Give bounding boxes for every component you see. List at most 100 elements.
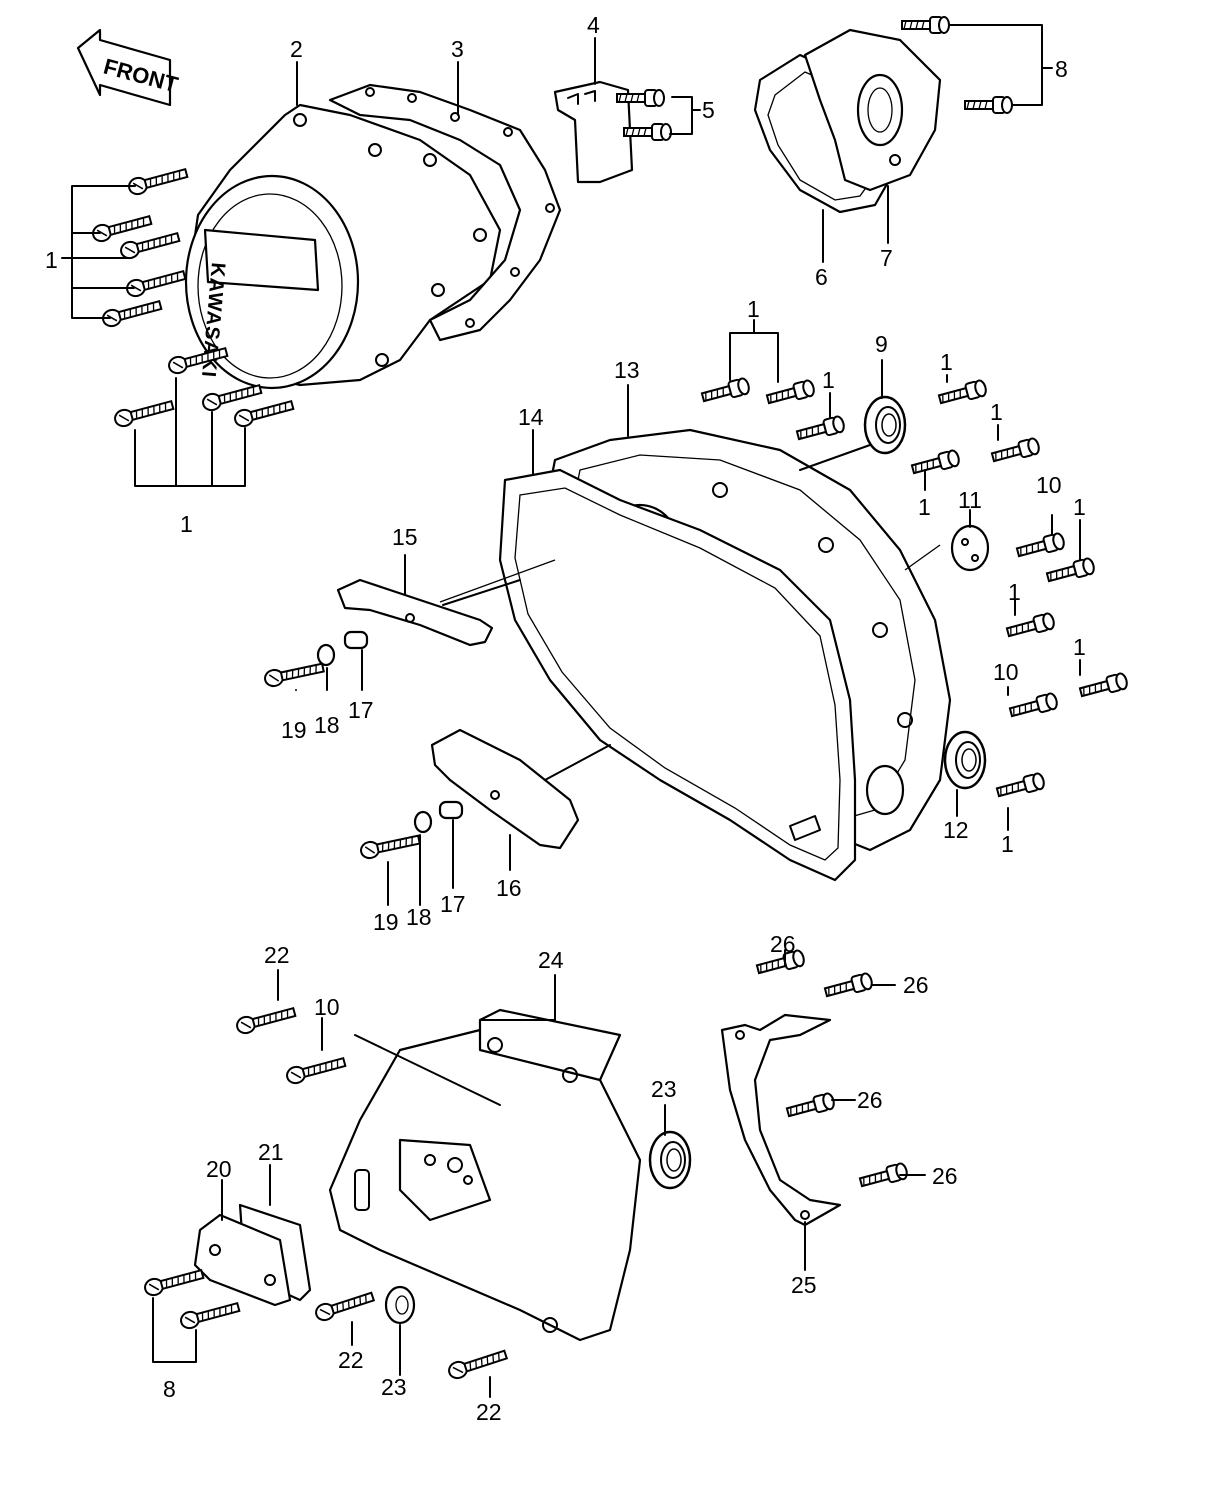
bolt-22-a bbox=[234, 1003, 298, 1037]
callout-21: 21 bbox=[258, 1139, 284, 1165]
front-arrow-icon: FRONT bbox=[76, 28, 181, 107]
screw-1-e bbox=[100, 296, 164, 330]
callout-12: 12 bbox=[943, 817, 969, 843]
bolt-22-b bbox=[312, 1287, 377, 1324]
callout-1: 1 bbox=[990, 399, 1003, 425]
callout-numbers: 1 2 3 4 5 6 7 8 1 1 13 9 1 1 1 1 14 11 1… bbox=[45, 12, 1086, 1425]
callout-1: 1 bbox=[822, 367, 835, 393]
bolt-1-k bbox=[764, 378, 817, 408]
bolt-26-c bbox=[784, 1091, 837, 1121]
chain-guide-16 bbox=[430, 728, 580, 850]
bolt-1-r bbox=[1077, 671, 1130, 701]
plate-20-gasket-21 bbox=[193, 1203, 312, 1307]
bolt-10-c bbox=[284, 1053, 348, 1087]
bracket-part-4 bbox=[553, 80, 634, 184]
callout-26: 26 bbox=[770, 931, 796, 957]
callout-24: 24 bbox=[538, 947, 564, 973]
washer-18b bbox=[413, 810, 433, 834]
callout-22: 22 bbox=[338, 1347, 364, 1373]
callout-1: 1 bbox=[1073, 494, 1086, 520]
callout-11: 11 bbox=[958, 487, 982, 513]
callout-26: 26 bbox=[857, 1087, 883, 1113]
bolt-8-b bbox=[964, 96, 1013, 114]
generator-cover-gasket bbox=[328, 83, 562, 342]
callout-13: 13 bbox=[614, 357, 640, 383]
callout-18: 18 bbox=[314, 712, 340, 738]
bracket-part-25 bbox=[720, 1013, 842, 1227]
callout-4: 4 bbox=[587, 12, 600, 38]
screw-1-h bbox=[200, 380, 264, 414]
oil-seal-9 bbox=[863, 395, 907, 455]
callout-25: 25 bbox=[791, 1272, 817, 1298]
callout-1: 1 bbox=[940, 349, 953, 375]
washer-18a bbox=[316, 643, 336, 667]
screw-19-b bbox=[358, 830, 422, 861]
callout-1: 1 bbox=[1073, 634, 1086, 660]
main-cover-gasket bbox=[498, 468, 857, 882]
callout-9: 9 bbox=[875, 331, 888, 357]
callout-1: 1 bbox=[918, 494, 931, 520]
callout-5: 5 bbox=[702, 97, 715, 123]
callout-1: 1 bbox=[180, 511, 193, 537]
callout-1: 1 bbox=[747, 296, 760, 322]
bolt-1-l bbox=[794, 414, 847, 444]
oil-seal-23a bbox=[648, 1130, 692, 1190]
bolt-1-j bbox=[699, 376, 752, 406]
callout-7: 7 bbox=[880, 245, 893, 271]
callout-23: 23 bbox=[381, 1374, 407, 1400]
callout-10: 10 bbox=[1036, 472, 1062, 498]
bolt-1-p bbox=[1044, 556, 1097, 586]
callout-8: 8 bbox=[1055, 56, 1068, 82]
collar-17a bbox=[343, 630, 369, 650]
bolt-1-o bbox=[989, 436, 1042, 466]
bolt-1-q bbox=[1004, 611, 1057, 641]
callout-26: 26 bbox=[932, 1163, 958, 1189]
callout-6: 6 bbox=[815, 264, 828, 290]
bolt-26-b bbox=[822, 971, 875, 1001]
callout-26: 26 bbox=[903, 972, 929, 998]
callout-10: 10 bbox=[993, 659, 1019, 685]
bolt-26-d bbox=[857, 1161, 910, 1191]
screw-1-c bbox=[118, 228, 182, 262]
cover-part-7 bbox=[803, 28, 942, 192]
screw-8-a bbox=[142, 1265, 206, 1299]
screw-1-d bbox=[124, 266, 188, 300]
callout-1: 1 bbox=[1001, 831, 1014, 857]
bolt-1-s bbox=[994, 771, 1047, 801]
callout-23: 23 bbox=[651, 1076, 677, 1102]
oil-seal-12 bbox=[943, 730, 987, 790]
callout-2: 2 bbox=[290, 36, 303, 62]
callout-15: 15 bbox=[392, 524, 418, 550]
bolt-22-c bbox=[445, 1345, 510, 1382]
callout-22: 22 bbox=[476, 1399, 502, 1425]
screw-8-b bbox=[178, 1298, 242, 1332]
leader-lines bbox=[61, 24, 1081, 1398]
chain-guide-15 bbox=[336, 578, 494, 647]
callout-22: 22 bbox=[264, 942, 290, 968]
bolt-1-n bbox=[909, 448, 962, 478]
screw-1-a bbox=[126, 164, 190, 198]
bolt-10-b bbox=[1007, 691, 1060, 721]
bolt-10-a bbox=[1014, 531, 1067, 561]
callout-1: 1 bbox=[45, 247, 58, 273]
bolt-8-a bbox=[901, 16, 950, 34]
callout-20: 20 bbox=[206, 1156, 232, 1182]
callout-17: 17 bbox=[348, 697, 374, 723]
sprocket-cover-24 bbox=[328, 1008, 642, 1342]
screw-1-i bbox=[232, 396, 296, 430]
callout-14: 14 bbox=[518, 404, 544, 430]
washer-11 bbox=[950, 524, 990, 572]
callout-10: 10 bbox=[314, 994, 340, 1020]
callout-17: 17 bbox=[440, 891, 466, 917]
callout-3: 3 bbox=[451, 36, 464, 62]
screw-1-g bbox=[112, 396, 176, 430]
callout-18: 18 bbox=[406, 904, 432, 930]
callout-1: 1 bbox=[1008, 579, 1021, 605]
screw-19-a bbox=[262, 658, 326, 689]
collar-17b bbox=[438, 800, 464, 820]
screw-1-b bbox=[90, 211, 154, 245]
callout-19: 19 bbox=[373, 909, 399, 935]
callout-16: 16 bbox=[496, 875, 522, 901]
callout-19: 19 bbox=[281, 717, 307, 743]
